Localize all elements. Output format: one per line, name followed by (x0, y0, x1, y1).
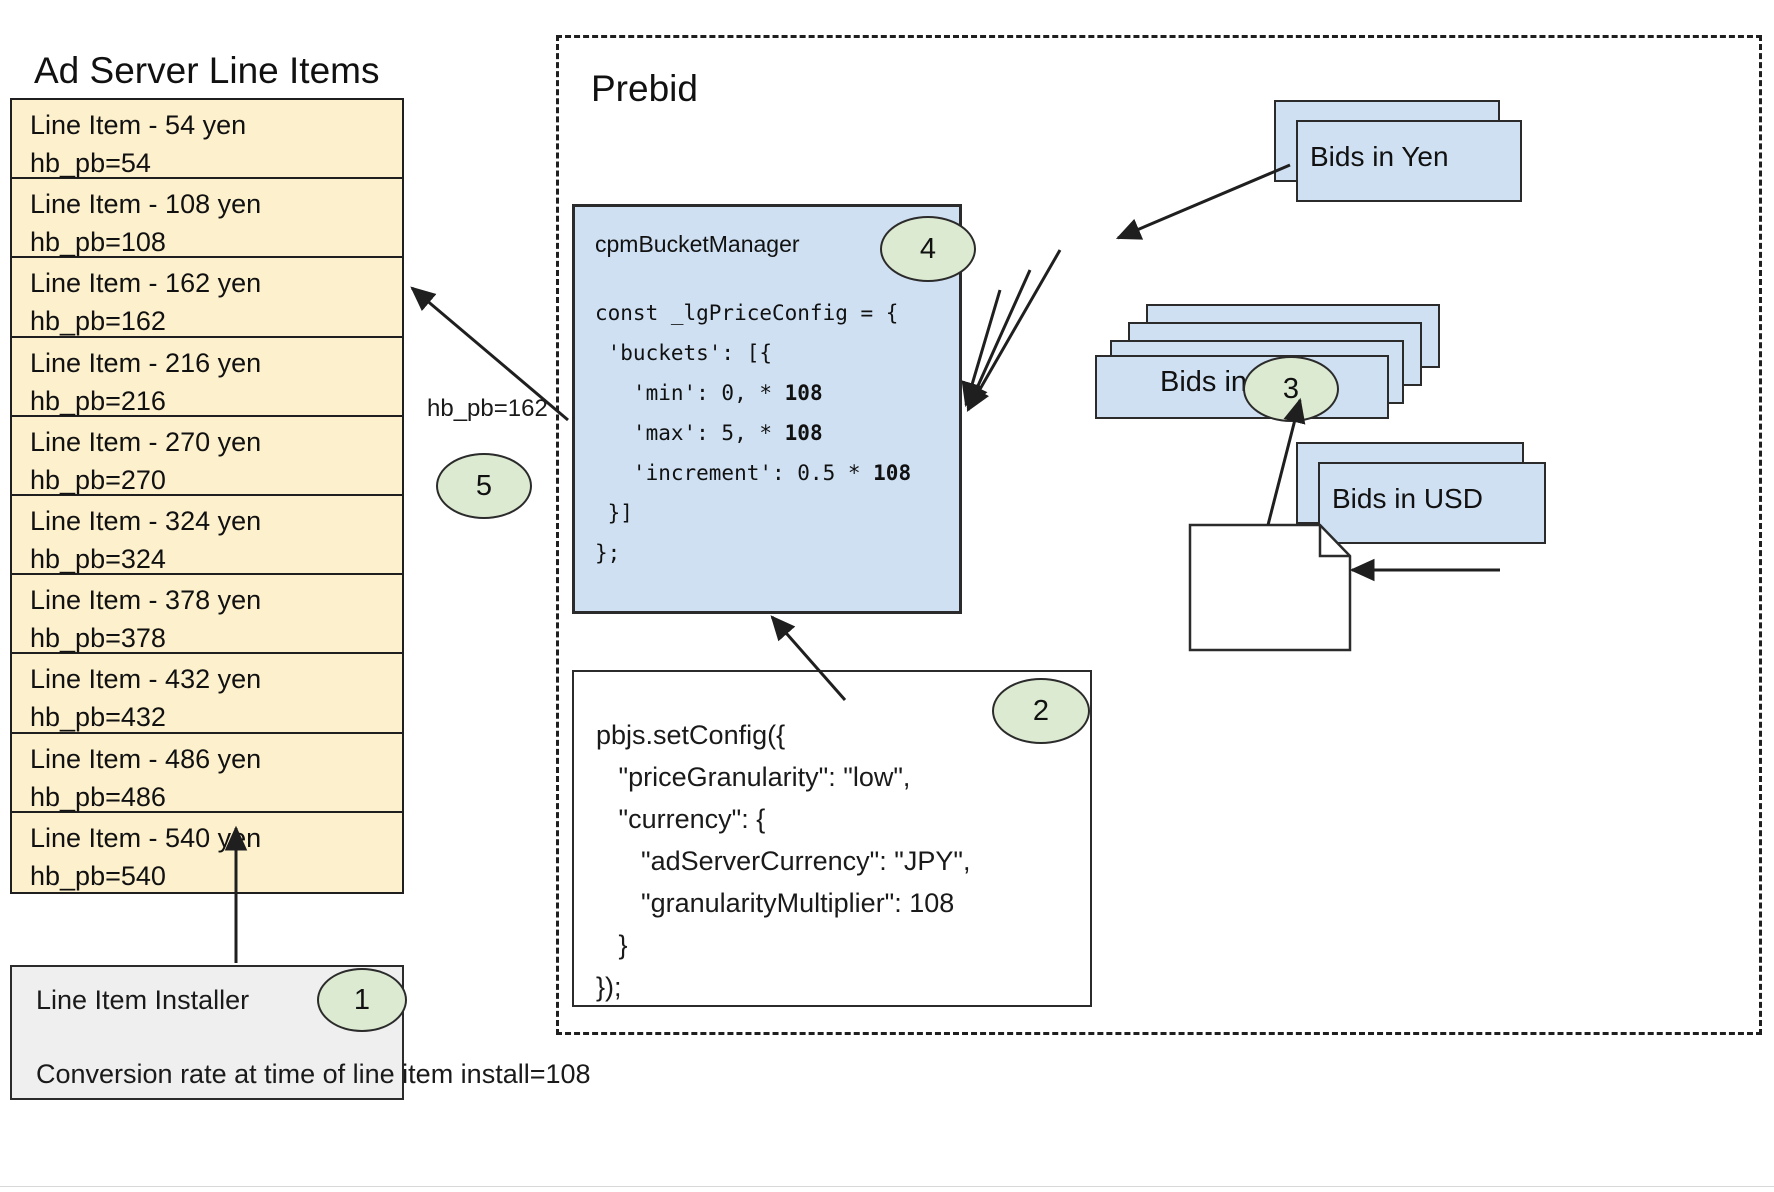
set-config-code: pbjs.setConfig({ "priceGranularity": "lo… (596, 720, 971, 1002)
line-item-installer-title: Line Item Installer (36, 985, 250, 1015)
line-item-row[interactable]: Line Item - 162 yen hb_pb=162 (12, 258, 402, 338)
line-item-key: hb_pb=324 (30, 543, 166, 574)
cpm-code-line: 'increment': 0.5 * 108 (595, 461, 912, 485)
line-item-key: hb_pb=486 (30, 781, 166, 812)
line-item-row[interactable]: Line Item - 432 yen hb_pb=432 (12, 654, 402, 734)
line-item-row[interactable]: Line Item - 216 yen hb_pb=216 (12, 337, 402, 417)
prebid-boundary: Prebid (556, 35, 1762, 1035)
bids-in-yen-top-label: Bids in Yen (1310, 141, 1449, 172)
conversion-rate-note-text: Current conversion rate = 110 (1208, 549, 1339, 655)
line-item-key: hb_pb=378 (30, 623, 166, 654)
line-item-name: Line Item - 540 yen (30, 822, 262, 853)
line-item-row[interactable]: Line Item - 270 yen hb_pb=270 (12, 416, 402, 496)
line-item-name: Line Item - 216 yen (30, 347, 262, 378)
line-item-name: Line Item - 432 yen (30, 664, 262, 695)
step-badge-4: 4 (880, 216, 976, 282)
line-item-key: hb_pb=432 (30, 702, 166, 733)
line-item-row[interactable]: Line Item - 540 yen hb_pb=540 (12, 812, 402, 892)
line-item-row[interactable]: Line Item - 486 yen hb_pb=486 (12, 733, 402, 813)
line-item-installer-note: Conversion rate at time of line item ins… (36, 1059, 591, 1089)
cpm-code-line: }; (595, 541, 621, 565)
line-item-name: Line Item - 378 yen (30, 585, 262, 616)
cpm-code-line: 'min': 0, * 108 (595, 381, 823, 405)
bottom-divider (0, 1186, 1774, 1187)
ad-server-line-items-title: Ad Server Line Items (34, 50, 380, 91)
line-item-name: Line Item - 54 yen (30, 110, 247, 140)
cpm-code-line: 'max': 5, * 108 (595, 421, 823, 445)
line-item-name: Line Item - 486 yen (30, 743, 262, 774)
cpm-code-line: 'buckets': [{ (595, 341, 773, 365)
cpm-code-line: }] (595, 501, 633, 525)
step-badge-2: 2 (992, 678, 1090, 744)
line-item-key: hb_pb=216 (30, 385, 166, 416)
line-item-key: hb_pb=540 (30, 860, 166, 891)
cpm-bucket-manager-code: const _lgPriceConfig = { 'buckets': [{ '… (595, 293, 911, 573)
prebid-title: Prebid (591, 68, 698, 109)
line-item-row[interactable]: Line Item - 324 yen hb_pb=324 (12, 495, 402, 576)
step-badge-5: 5 (436, 453, 532, 519)
hb-pb-edge-label: hb_pb=162 (424, 395, 551, 423)
step-badge-1: 1 (317, 968, 407, 1032)
line-item-key: hb_pb=270 (30, 464, 166, 495)
line-item-name: Line Item - 108 yen (30, 189, 262, 220)
set-config-box[interactable]: pbjs.setConfig({ "priceGranularity": "lo… (572, 670, 1092, 1007)
line-item-name: Line Item - 324 yen (30, 505, 262, 536)
line-item-name: Line Item - 162 yen (30, 268, 262, 299)
step-badge-3: 3 (1243, 356, 1339, 422)
bids-in-usd-card-front[interactable] (1318, 462, 1546, 544)
line-item-name: Line Item - 270 yen (30, 426, 262, 457)
bids-in-usd-label: Bids in USD (1332, 483, 1483, 514)
cpm-bucket-manager-title: cpmBucketManager (595, 231, 800, 257)
line-item-row[interactable]: Line Item - 54 yen hb_pb=54 (12, 100, 402, 180)
bids-in-yen-card-front[interactable] (1296, 120, 1522, 202)
bids-in-yen-stack-card-1[interactable] (1095, 355, 1389, 419)
cpm-code-line: const _lgPriceConfig = { (595, 301, 899, 325)
line-item-row[interactable]: Line Item - 108 yen hb_pb=108 (12, 179, 402, 259)
line-item-key: hb_pb=108 (30, 227, 166, 258)
line-items-list: Line Item - 54 yen hb_pb=54 Line Item - … (10, 98, 404, 894)
line-item-row[interactable]: Line Item - 378 yen hb_pb=378 (12, 575, 402, 655)
line-item-key: hb_pb=162 (30, 306, 166, 337)
line-item-key: hb_pb=54 (30, 148, 151, 178)
